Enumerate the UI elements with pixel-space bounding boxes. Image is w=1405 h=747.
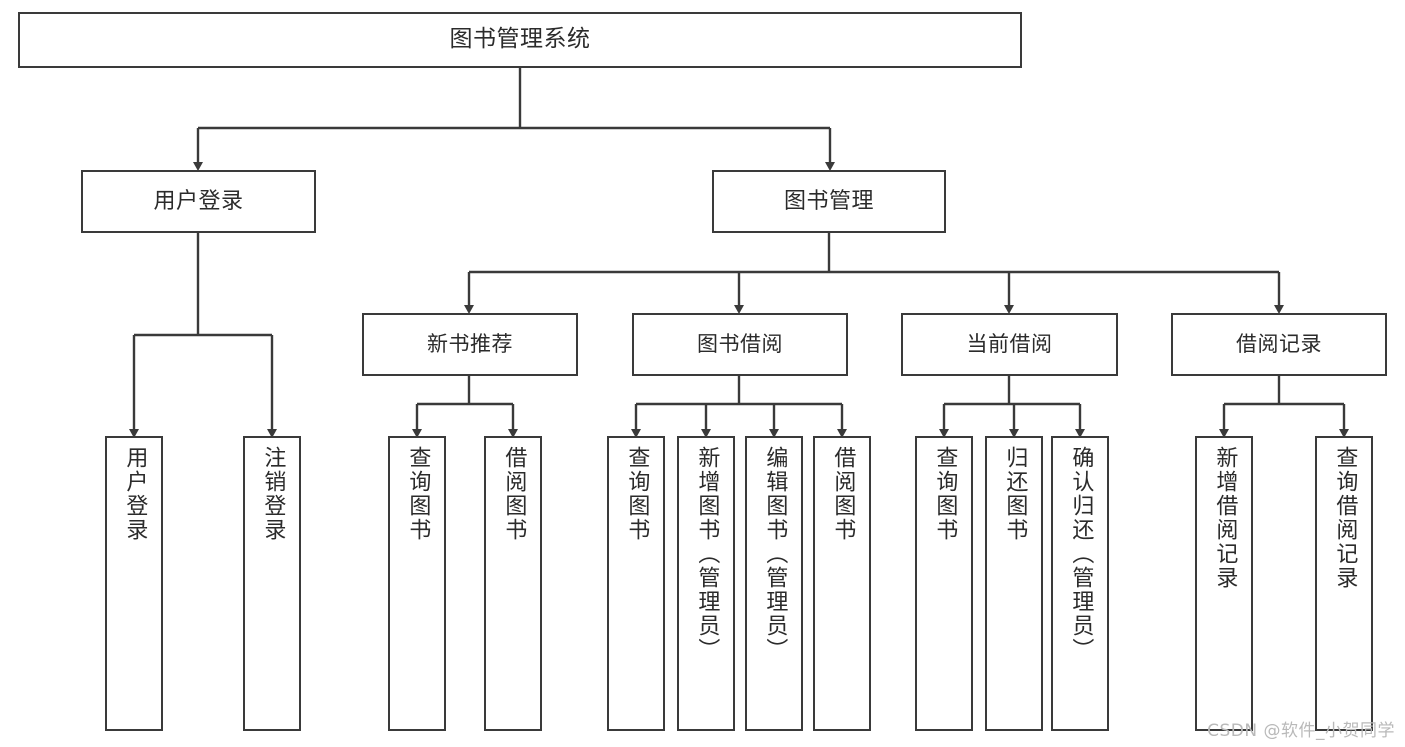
node-label: 注销登录 xyxy=(260,446,286,542)
leaf-new-book-borrow[interactable]: 借阅图书 xyxy=(484,436,542,731)
leaf-borrow-record-query[interactable]: 查询借阅记录 xyxy=(1315,436,1373,731)
leaf-book-borrow-query[interactable]: 查询图书 xyxy=(607,436,665,731)
leaf-user-login-login[interactable]: 用户登录 xyxy=(105,436,163,731)
leaf-borrow-record-add[interactable]: 新增借阅记录 xyxy=(1195,436,1253,731)
node-new-book-recommend[interactable]: 新书推荐 xyxy=(362,313,578,376)
node-borrow-record[interactable]: 借阅记录 xyxy=(1171,313,1387,376)
node-label: 查询图书 xyxy=(624,446,650,542)
node-label: 用户登录 xyxy=(153,188,244,214)
node-label: 借阅记录 xyxy=(1236,332,1322,357)
leaf-new-book-query[interactable]: 查询图书 xyxy=(388,436,446,731)
node-label: 新书推荐 xyxy=(427,332,513,357)
node-label: 查询借阅记录 xyxy=(1332,446,1358,590)
leaf-user-login-logout[interactable]: 注销登录 xyxy=(243,436,301,731)
node-label: 借阅图书 xyxy=(830,446,856,542)
node-label: 归还图书 xyxy=(1002,446,1028,542)
node-label: 用户登录 xyxy=(122,446,148,542)
leaf-book-borrow-add[interactable]: 新增图书（管理员） xyxy=(677,436,735,731)
node-label: 图书管理 xyxy=(783,188,874,214)
node-label: 编辑图书（管理员） xyxy=(762,446,788,662)
node-user-login[interactable]: 用户登录 xyxy=(81,170,316,233)
leaf-book-borrow-edit[interactable]: 编辑图书（管理员） xyxy=(745,436,803,731)
node-book-management[interactable]: 图书管理 xyxy=(712,170,946,233)
watermark: CSDN @软件_小贺同学 xyxy=(1207,721,1395,741)
node-label: 查询图书 xyxy=(932,446,958,542)
node-label: 图书管理系统 xyxy=(449,26,591,53)
node-label: 新增借阅记录 xyxy=(1212,446,1238,590)
node-book-borrow[interactable]: 图书借阅 xyxy=(632,313,848,376)
node-label: 新增图书（管理员） xyxy=(694,446,720,662)
leaf-book-borrow-borrow[interactable]: 借阅图书 xyxy=(813,436,871,731)
node-label: 确认归还（管理员） xyxy=(1068,446,1094,662)
node-label: 当前借阅 xyxy=(966,332,1053,357)
node-label: 图书借阅 xyxy=(697,332,783,357)
leaf-current-borrow-query[interactable]: 查询图书 xyxy=(915,436,973,731)
node-current-borrow[interactable]: 当前借阅 xyxy=(901,313,1118,376)
node-root-system[interactable]: 图书管理系统 xyxy=(18,12,1022,68)
node-label: 借阅图书 xyxy=(501,446,527,542)
node-label: 查询图书 xyxy=(405,446,431,542)
leaf-current-borrow-return[interactable]: 归还图书 xyxy=(985,436,1043,731)
leaf-current-borrow-confirm-return[interactable]: 确认归还（管理员） xyxy=(1051,436,1109,731)
